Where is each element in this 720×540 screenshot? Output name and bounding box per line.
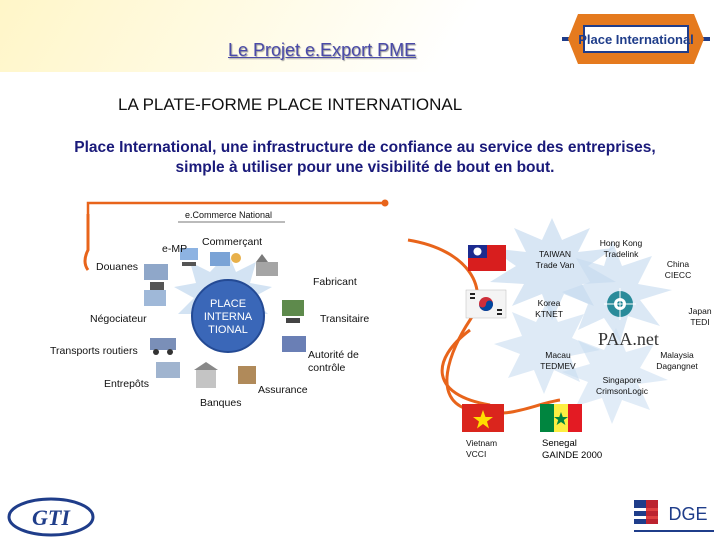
emp-label: e-MP xyxy=(162,243,187,255)
malaysia-label: Malaysia Dagangnet xyxy=(652,350,702,372)
paa-logo: PAA.net xyxy=(598,329,659,350)
macau-label: Macau TEDMEV xyxy=(538,350,578,372)
senegal-flag xyxy=(540,404,582,432)
assurance-icon xyxy=(238,366,256,384)
transitaire-icon xyxy=(282,300,304,323)
negociateur-label: Négociateur xyxy=(90,313,147,325)
assurance-label: Assurance xyxy=(258,384,308,396)
transports-label: Transports routiers xyxy=(50,345,138,357)
gti-logo: GTI xyxy=(6,496,96,538)
dge-logo: DGE xyxy=(632,496,716,540)
svg-text:GTI: GTI xyxy=(32,505,71,530)
commercant-icon xyxy=(210,252,241,266)
national-commerce-label: e.Commerce National xyxy=(185,210,272,220)
hongkong-label: Hong Kong Tradelink xyxy=(596,238,646,260)
truck-icon xyxy=(150,338,176,355)
singapore-label: Singapore CrimsonLogic xyxy=(594,375,650,397)
taiwan-label: TAIWAN Trade Van xyxy=(532,249,578,271)
korea-label: Korea KTNET xyxy=(532,298,566,320)
transitaire-label: Transitaire xyxy=(320,313,369,325)
entrepot-icon xyxy=(156,362,180,378)
svg-text:DGE: DGE xyxy=(668,504,707,524)
senegal-label: Senegal GAINDE 2000 xyxy=(542,438,608,462)
vietnam-flag xyxy=(462,404,504,432)
hub-label: PLACE INTERNA TIONAL xyxy=(190,298,266,337)
entrepots-label: Entrepôts xyxy=(104,378,149,390)
vietnam-label: Vietnam VCCI xyxy=(466,438,510,460)
douanes-label: Douanes xyxy=(96,261,138,273)
fabricant-label: Fabricant xyxy=(313,276,357,288)
bracket-end-dot xyxy=(382,200,389,207)
warehouse-icon-1 xyxy=(144,290,166,306)
china-label: China CIECC xyxy=(660,259,696,281)
autorite-label: Autorité de contrôle xyxy=(308,349,374,375)
commercant-label: Commerçant xyxy=(202,236,262,248)
bank-icon xyxy=(194,362,218,388)
taiwan-flag xyxy=(468,245,506,271)
autorite-icon xyxy=(282,336,306,352)
banques-label: Banques xyxy=(200,397,241,409)
fabricant-icon xyxy=(256,254,278,276)
douanes-icon xyxy=(144,264,168,290)
japan-label: Japan TEDI xyxy=(684,306,716,328)
korea-flag xyxy=(466,290,506,318)
